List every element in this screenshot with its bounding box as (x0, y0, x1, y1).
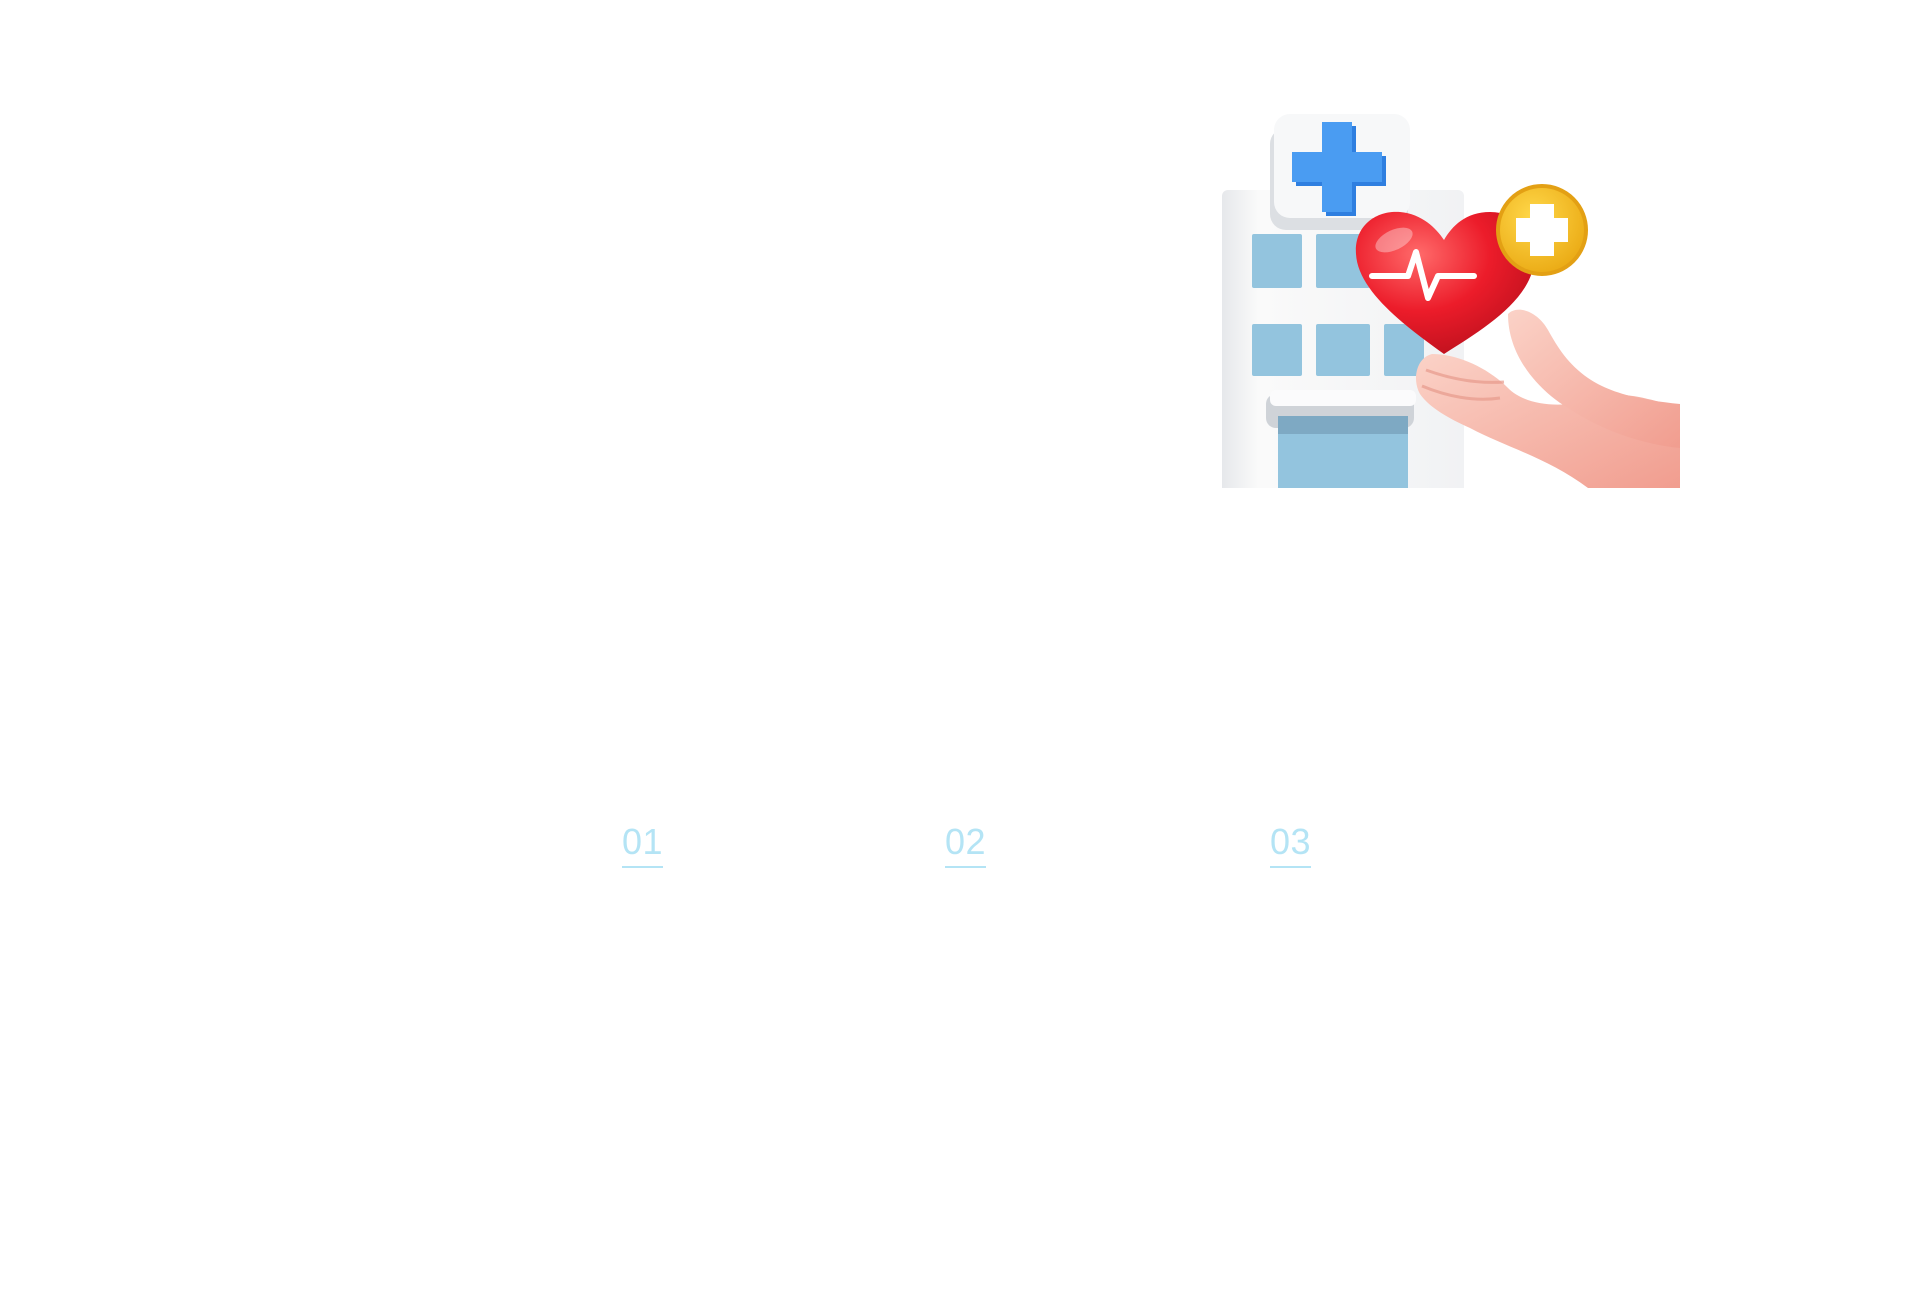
step-link-02[interactable]: 02 (945, 820, 987, 868)
step-link-01[interactable]: 01 (622, 820, 664, 868)
hospital-heart-hand-icon (1208, 108, 1680, 488)
step-navigation: 01 02 03 (0, 820, 1920, 880)
step-link-03[interactable]: 03 (1270, 820, 1312, 868)
